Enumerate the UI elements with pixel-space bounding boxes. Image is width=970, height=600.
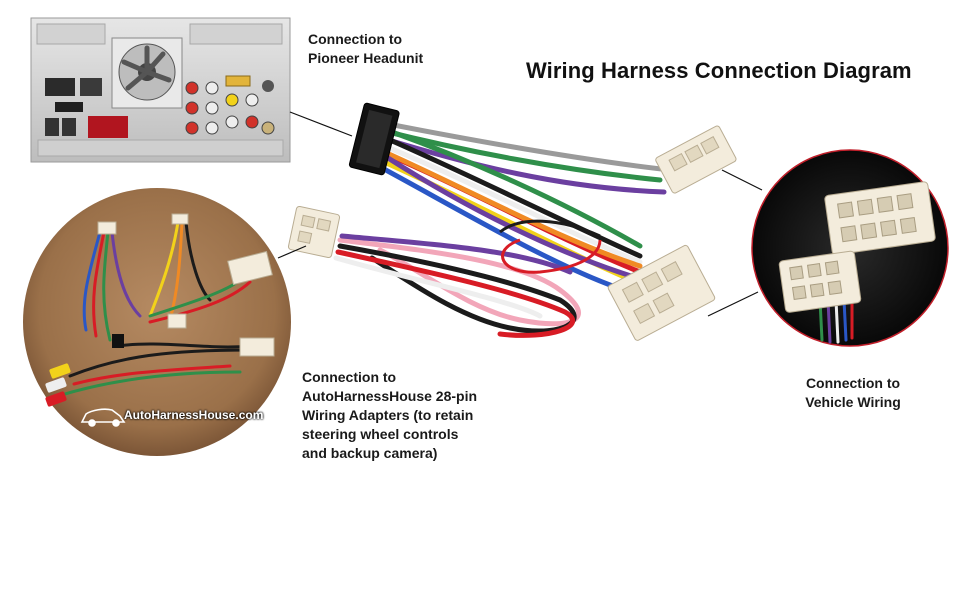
pioneer-headunit-image [30,17,291,163]
adapter-label-line: AutoHarnessHouse 28-pin [302,388,478,404]
vehicle-connector-photo-image [751,149,949,347]
headunit-label-line: Pioneer Headunit [308,50,424,66]
vehicle-label-line: Connection to [805,375,901,391]
adapter-label-line: Wiring Adapters (to retain [302,407,474,423]
vehicle-label-line: Vehicle Wiring [805,394,901,410]
car-logo-icon [80,408,126,427]
adapter-connection-label: Connection to AutoHarnessHouse 28-pin Wi… [302,368,477,463]
adapter-label-line: and backup camera) [302,445,438,461]
vehicle-callout-line-top [721,169,763,191]
headunit-label-line: Connection to [308,31,403,47]
adapter-label-line: Connection to [302,369,397,385]
headunit-connection-label: Connection to Pioneer Headunit [308,30,423,68]
adapter-photo-image [23,188,291,456]
adapter-callout-line [277,245,307,259]
headunit-callout-line [289,111,353,137]
watermark-text: AutoHarnessHouse.com [124,408,264,422]
wiring-harness-image [287,102,737,341]
adapter-label-line: steering wheel controls [302,426,459,442]
diagram-title: Wiring Harness Connection Diagram [526,58,912,83]
vehicle-callout-line-bottom [707,291,759,317]
vehicle-connection-label: Connection to Vehicle Wiring [802,374,904,412]
